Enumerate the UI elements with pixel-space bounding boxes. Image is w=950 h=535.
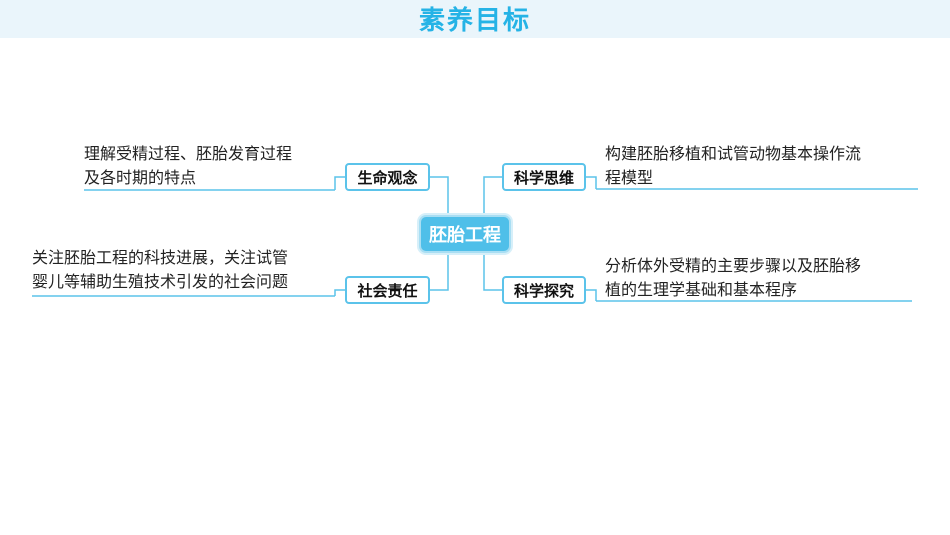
node-scientific-inquiry: 科学探究 xyxy=(502,276,586,304)
header-band xyxy=(0,0,950,38)
desc-line: 关注胚胎工程的科技进展，关注试管 xyxy=(32,248,289,267)
desc-line: 构建胚胎移植和试管动物基本操作流 xyxy=(605,144,862,163)
desc-line: 婴儿等辅助生殖技术引发的社会问题 xyxy=(32,272,289,291)
center-node: 胚胎工程 xyxy=(419,215,511,253)
desc-line: 理解受精过程、胚胎发育过程 xyxy=(84,144,293,163)
connector-social-responsibility xyxy=(430,253,449,291)
desc-scientific-inquiry: 分析体外受精的主要步骤以及胚胎移 植的生理学基础和基本程序 xyxy=(605,254,861,302)
desc-line: 分析体外受精的主要步骤以及胚胎移 xyxy=(605,256,862,275)
desc-line: 植的生理学基础和基本程序 xyxy=(605,280,798,299)
node-social-responsibility: 社会责任 xyxy=(345,276,430,304)
connector-social-desc xyxy=(334,289,345,296)
node-scientific-thinking: 科学思维 xyxy=(502,163,586,191)
connector-inquiry-desc xyxy=(586,289,597,301)
connector-scientific-thinking xyxy=(483,176,502,215)
desc-social-responsibility: 关注胚胎工程的科技进展，关注试管 婴儿等辅助生殖技术引发的社会问题 xyxy=(32,246,288,294)
desc-line: 程模型 xyxy=(605,168,654,187)
connector-thinking-desc xyxy=(586,176,597,189)
connector-life-concept-desc xyxy=(334,176,345,190)
node-life-concept: 生命观念 xyxy=(345,163,430,191)
connector-life-concept xyxy=(430,176,449,215)
desc-line: 及各时期的特点 xyxy=(84,168,197,187)
page-title: 素养目标 xyxy=(418,6,531,36)
desc-scientific-thinking: 构建胚胎移植和试管动物基本操作流 程模型 xyxy=(605,142,861,190)
connector-scientific-inquiry xyxy=(483,253,502,291)
desc-life-concept: 理解受精过程、胚胎发育过程 及各时期的特点 xyxy=(84,142,292,190)
